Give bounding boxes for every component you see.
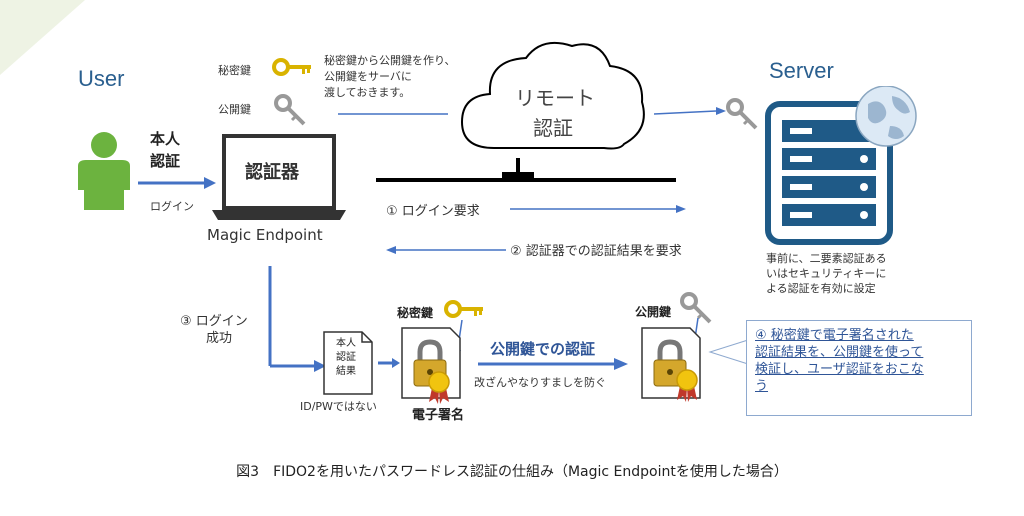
key-desc-line [338,113,448,115]
step4-note-box: ④ 秘密鍵で電子署名された 認証結果を、公開鍵を使って 検証し、ユーザ認証をおこ… [746,320,972,416]
doc-to-signed-arrow [378,358,400,368]
public-key-label-2: 公開鍵 [635,305,672,319]
step3-line2: 成功 [206,331,233,346]
step3-line1: ③ ログイン [180,314,248,329]
step4-line2: 認証結果を、公開鍵を使って [755,345,924,360]
cloud-icon [460,42,645,150]
cloud-label-line1: リモート [515,86,595,110]
server-label: Server [769,58,834,83]
cloud-to-server-arrow [654,107,726,115]
step4-line1: ④ 秘密鍵で電子署名された [755,328,914,343]
step1-label: ① ログイン要求 [386,204,480,219]
gold-key-icon-2 [444,300,483,318]
server-silver-key-icon [726,98,758,130]
self-auth-line1: 本人 [150,130,181,148]
gold-key-icon [272,58,311,76]
server-desc-line2: いはセキュリティキーに [766,267,887,280]
public-key-legend-label: 公開鍵 [218,103,251,116]
login-label: ログイン [150,200,194,213]
silver-key-icon-2 [680,292,712,324]
authenticator-laptop-icon [212,134,346,220]
doc-text-line3: 結果 [336,366,356,377]
signature-seal-icon [428,371,450,404]
doc-text-line1: 本人 [336,338,356,349]
server-icon [765,86,917,245]
self-auth-line2: 認証 [150,152,181,170]
cloud-label-line2: 認証 [533,116,573,140]
key-desc-line2: 公開鍵をサーバに [324,70,412,83]
private-key-label-2: 秘密鍵 [397,306,434,320]
not-idpw-label: ID/PWではない [300,400,377,413]
user-to-laptop-arrow [138,177,216,189]
authenticator-label: 認証器 [245,162,299,183]
step2-label: ② 認証器での認証結果を要求 [510,244,682,259]
step1-arrow [510,205,686,213]
server-desc-line1: 事前に、二要素認証ある [766,252,887,265]
step4-line4: う [755,379,769,394]
pubkey-auth-sub: 改ざんやなりすましを防ぐ [474,376,606,389]
user-label: User [78,66,125,91]
network-bar [376,158,676,182]
magic-endpoint-label: Magic Endpoint [207,226,323,244]
silver-key-icon [274,94,306,126]
figure-caption: 図3 FIDO2を用いたパスワードレス認証の仕組み（Magic Endpoint… [236,464,788,480]
server-desc-line3: よる認証を有効に設定 [766,282,876,295]
step2-arrow [386,246,506,254]
signature-label: 電子署名 [412,408,465,423]
callout-pointer [708,339,749,365]
doc-text-line2: 認証 [336,352,356,363]
pubkey-auth-arrow [478,358,628,370]
step3-arrow [268,266,326,372]
user-icon [78,132,130,210]
pubkey-auth-title: 公開鍵での認証 [490,340,596,358]
key-desc-line3: 渡しておきます。 [324,86,411,99]
key-desc-line1: 秘密鍵から公開鍵を作り、 [324,54,456,67]
step4-line3: 検証し、ユーザ認証をおこな [755,362,924,377]
verified-seal-icon [676,369,698,402]
private-key-legend-label: 秘密鍵 [218,64,251,77]
corner-decoration [0,0,85,75]
auth-result-document [323,331,373,395]
